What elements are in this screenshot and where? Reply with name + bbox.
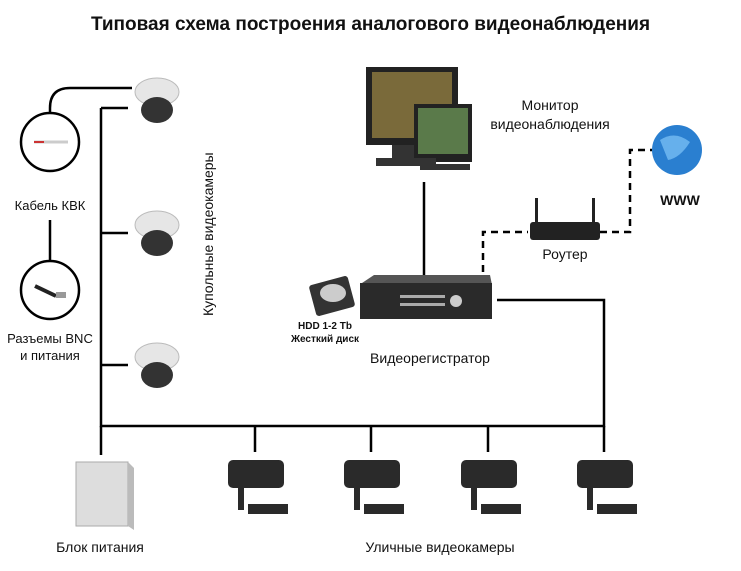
power-supply-label: Блок питания [56,539,144,555]
www-label: WWW [660,192,700,208]
cable-label: Кабель КВК [14,198,86,213]
power-supply-icon [75,461,134,530]
main-bus [99,108,606,428]
wiring [48,86,606,455]
dome-cameras-label: Купольные видеокамеры [200,152,216,316]
monitor-icon [366,67,472,170]
router-label: Роутер [542,246,588,262]
diagram-title: Типовая схема построения аналогового вид… [90,14,651,35]
hdd-icon [309,276,355,316]
cable-link [48,86,132,113]
internet-link [481,148,652,272]
dome-camera-icon [134,77,180,388]
street-camera-icon [228,460,637,514]
dvr-label: Видеорегистратор [370,350,490,366]
dvr-icon [360,275,492,319]
router-icon [530,198,600,240]
bnc-connector-icon [34,284,57,298]
street-cameras-label: Уличные видеокамеры [365,539,515,555]
connector-circle [19,259,81,321]
